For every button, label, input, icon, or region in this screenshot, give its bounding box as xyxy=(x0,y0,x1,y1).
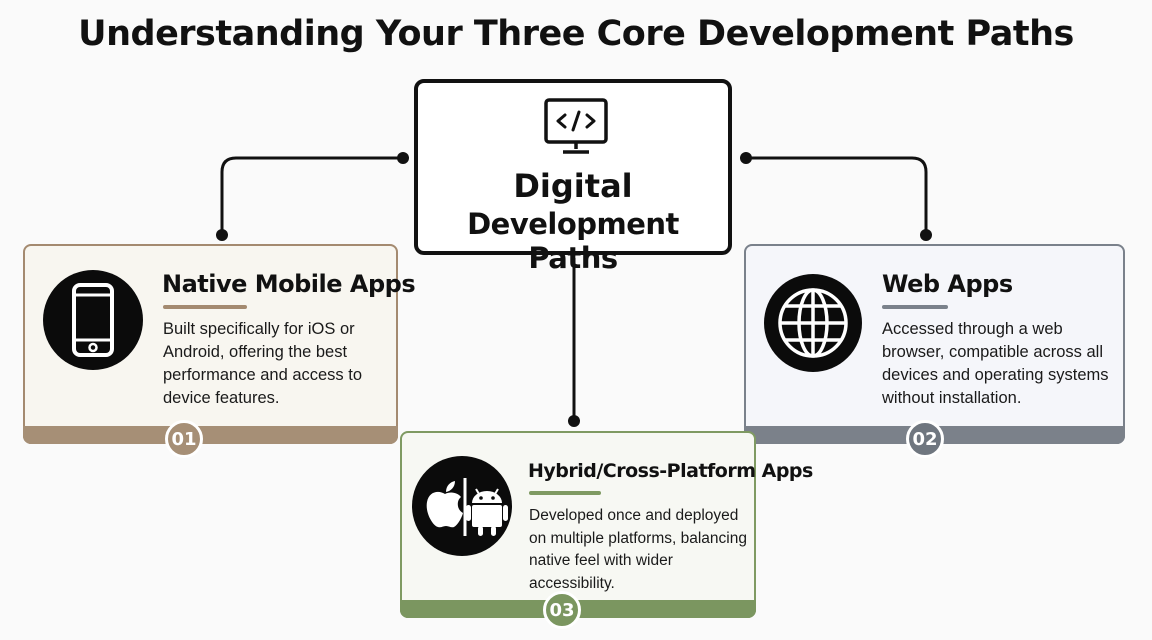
number-badge: 03 xyxy=(543,591,581,629)
card-footer-band xyxy=(23,426,398,444)
card-description: Accessed through a web browser, compatib… xyxy=(882,320,1109,407)
connector-native xyxy=(220,156,403,235)
card-title: Web Apps xyxy=(882,270,1013,298)
number-badge: 02 xyxy=(906,420,944,458)
page-title: Understanding Your Three Core Developmen… xyxy=(78,14,1074,54)
card-title: Hybrid/Cross-Platform Apps xyxy=(528,460,813,482)
center-node: Digital Development Paths xyxy=(414,79,732,275)
card-description: Developed once and deployed on multiple … xyxy=(529,507,747,592)
center-title-line1: Digital xyxy=(513,167,633,205)
card-description: Built specifically for iOS or Android, o… xyxy=(163,320,363,407)
card-title: Native Mobile Apps xyxy=(162,270,416,298)
connector-dot xyxy=(568,415,580,427)
center-title-line2: Development Paths xyxy=(467,207,679,275)
globe-icon xyxy=(764,274,862,372)
title-underline xyxy=(529,491,601,495)
card-hybrid-cross-platform-apps: Hybrid/Cross-Platform Apps Developed onc… xyxy=(400,431,813,629)
card-native-mobile-apps: Native Mobile Apps Built specifically fo… xyxy=(23,244,416,458)
connector-dot xyxy=(920,229,932,241)
connector-dot xyxy=(740,152,752,164)
android-icon xyxy=(466,488,508,536)
connector-dot xyxy=(216,229,228,241)
card-web-apps: Web Apps Accessed through a web browser,… xyxy=(744,244,1125,458)
connector-web xyxy=(746,156,928,235)
connector-dot xyxy=(397,152,409,164)
apple-icon xyxy=(426,481,463,528)
title-underline xyxy=(882,305,948,309)
smartphone-icon xyxy=(43,270,143,370)
monitor-code-icon xyxy=(544,98,608,154)
platform-icons xyxy=(412,456,512,556)
title-underline xyxy=(163,305,247,309)
number-badge: 01 xyxy=(165,420,203,458)
